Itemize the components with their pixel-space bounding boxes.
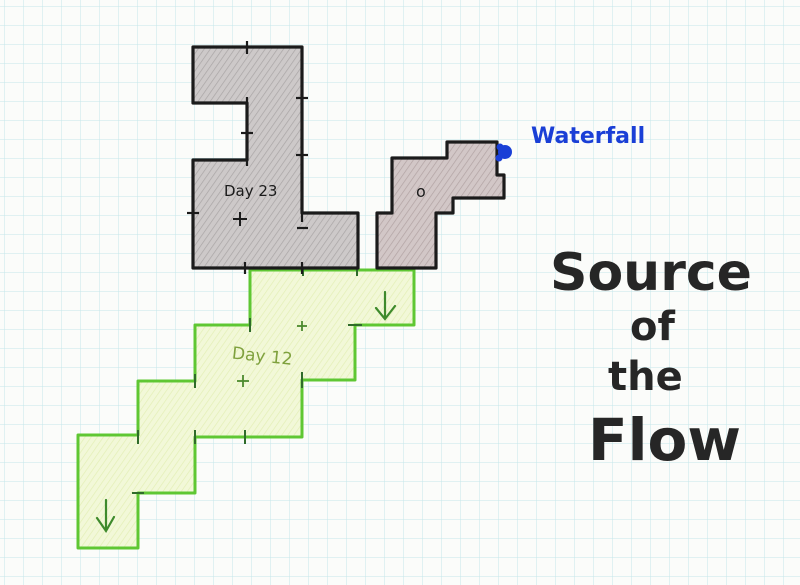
title-line-the: the — [608, 354, 683, 400]
title-line-source: Source — [550, 243, 752, 303]
gray-region: Day 23 — [187, 41, 360, 274]
title-line-flow: Flow — [588, 406, 741, 474]
map-title: Source of the Flow — [550, 243, 752, 474]
waterfall-passage-outline — [375, 140, 506, 270]
waterfall-label: Waterfall — [531, 124, 645, 149]
waterfall-dot-icon — [495, 143, 512, 162]
green-region: Day 12 — [76, 264, 416, 550]
plus-marker-icon — [237, 321, 307, 387]
plus-marker-icon — [233, 212, 247, 226]
waterfall-passage: o Waterfall — [375, 124, 645, 270]
small-room-mark: o — [416, 182, 426, 201]
down-arrow-icon[interactable] — [374, 290, 397, 321]
room-label-day-23: Day 23 — [224, 182, 277, 200]
down-arrow-icon[interactable] — [95, 498, 116, 534]
title-line-of: of — [630, 304, 675, 350]
gray-region-outline — [191, 45, 360, 270]
